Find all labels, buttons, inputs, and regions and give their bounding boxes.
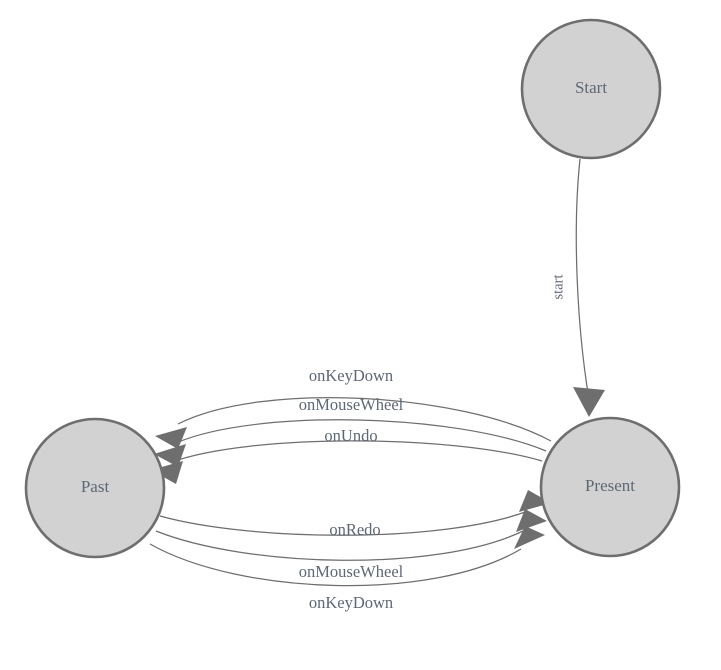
node-present-circle[interactable] bbox=[539, 416, 681, 558]
edge-label-past-present-onkeydown: onKeyDown bbox=[309, 593, 393, 612]
edge-start-to-present: start bbox=[550, 158, 605, 417]
edge-start-to-present-path bbox=[575, 158, 589, 394]
arrowhead-into-present-1 bbox=[519, 490, 551, 512]
arrowhead-into-present-3 bbox=[514, 526, 545, 549]
edge-past-to-present-onmousewheel-path bbox=[155, 530, 524, 561]
edge-past-to-present-onmousewheel: onMouseWheel bbox=[155, 509, 547, 581]
edge-past-to-present-onkeydown: onKeyDown bbox=[149, 526, 545, 612]
arrowhead-into-past-1 bbox=[155, 427, 187, 449]
edge-past-to-present-onkeydown-path bbox=[149, 543, 522, 587]
node-start-label: Start bbox=[575, 78, 607, 97]
edge-label-past-present-onmousewheel: onMouseWheel bbox=[299, 562, 404, 581]
edge-label-past-present-onredo: onRedo bbox=[329, 520, 380, 539]
edge-label-present-past-onundo: onUndo bbox=[324, 426, 377, 445]
arrowhead-into-past-2 bbox=[154, 444, 186, 467]
node-start-circle[interactable] bbox=[520, 18, 662, 160]
node-past[interactable]: Past bbox=[24, 417, 166, 559]
edge-label-present-past-onmousewheel: onMouseWheel bbox=[299, 395, 404, 414]
edge-present-to-past-onmousewheel: onMouseWheel bbox=[154, 395, 547, 467]
node-past-label: Past bbox=[81, 477, 110, 496]
node-start[interactable]: Start bbox=[520, 18, 662, 160]
node-past-circle[interactable] bbox=[24, 417, 166, 559]
edge-present-to-past-onundo-path bbox=[171, 440, 543, 463]
edge-present-to-past-onundo: onUndo bbox=[151, 426, 543, 484]
edge-label-start: start bbox=[550, 275, 566, 300]
edge-past-to-present-onredo-path bbox=[159, 510, 529, 536]
edge-present-to-past-onmousewheel-path bbox=[175, 419, 547, 452]
edge-past-to-present-onredo: onRedo bbox=[159, 490, 551, 539]
edge-present-to-past-onkeydown: onKeyDown bbox=[155, 366, 552, 449]
node-present[interactable]: Present bbox=[539, 416, 681, 558]
edge-present-to-past-onkeydown-path bbox=[177, 397, 552, 442]
edge-label-present-past-onkeydown: onKeyDown bbox=[309, 366, 393, 385]
arrowhead-into-present-top bbox=[573, 387, 605, 417]
node-present-label: Present bbox=[585, 476, 635, 495]
arrowhead-into-present-2 bbox=[516, 509, 547, 532]
arrowhead-into-past-3 bbox=[151, 461, 183, 484]
